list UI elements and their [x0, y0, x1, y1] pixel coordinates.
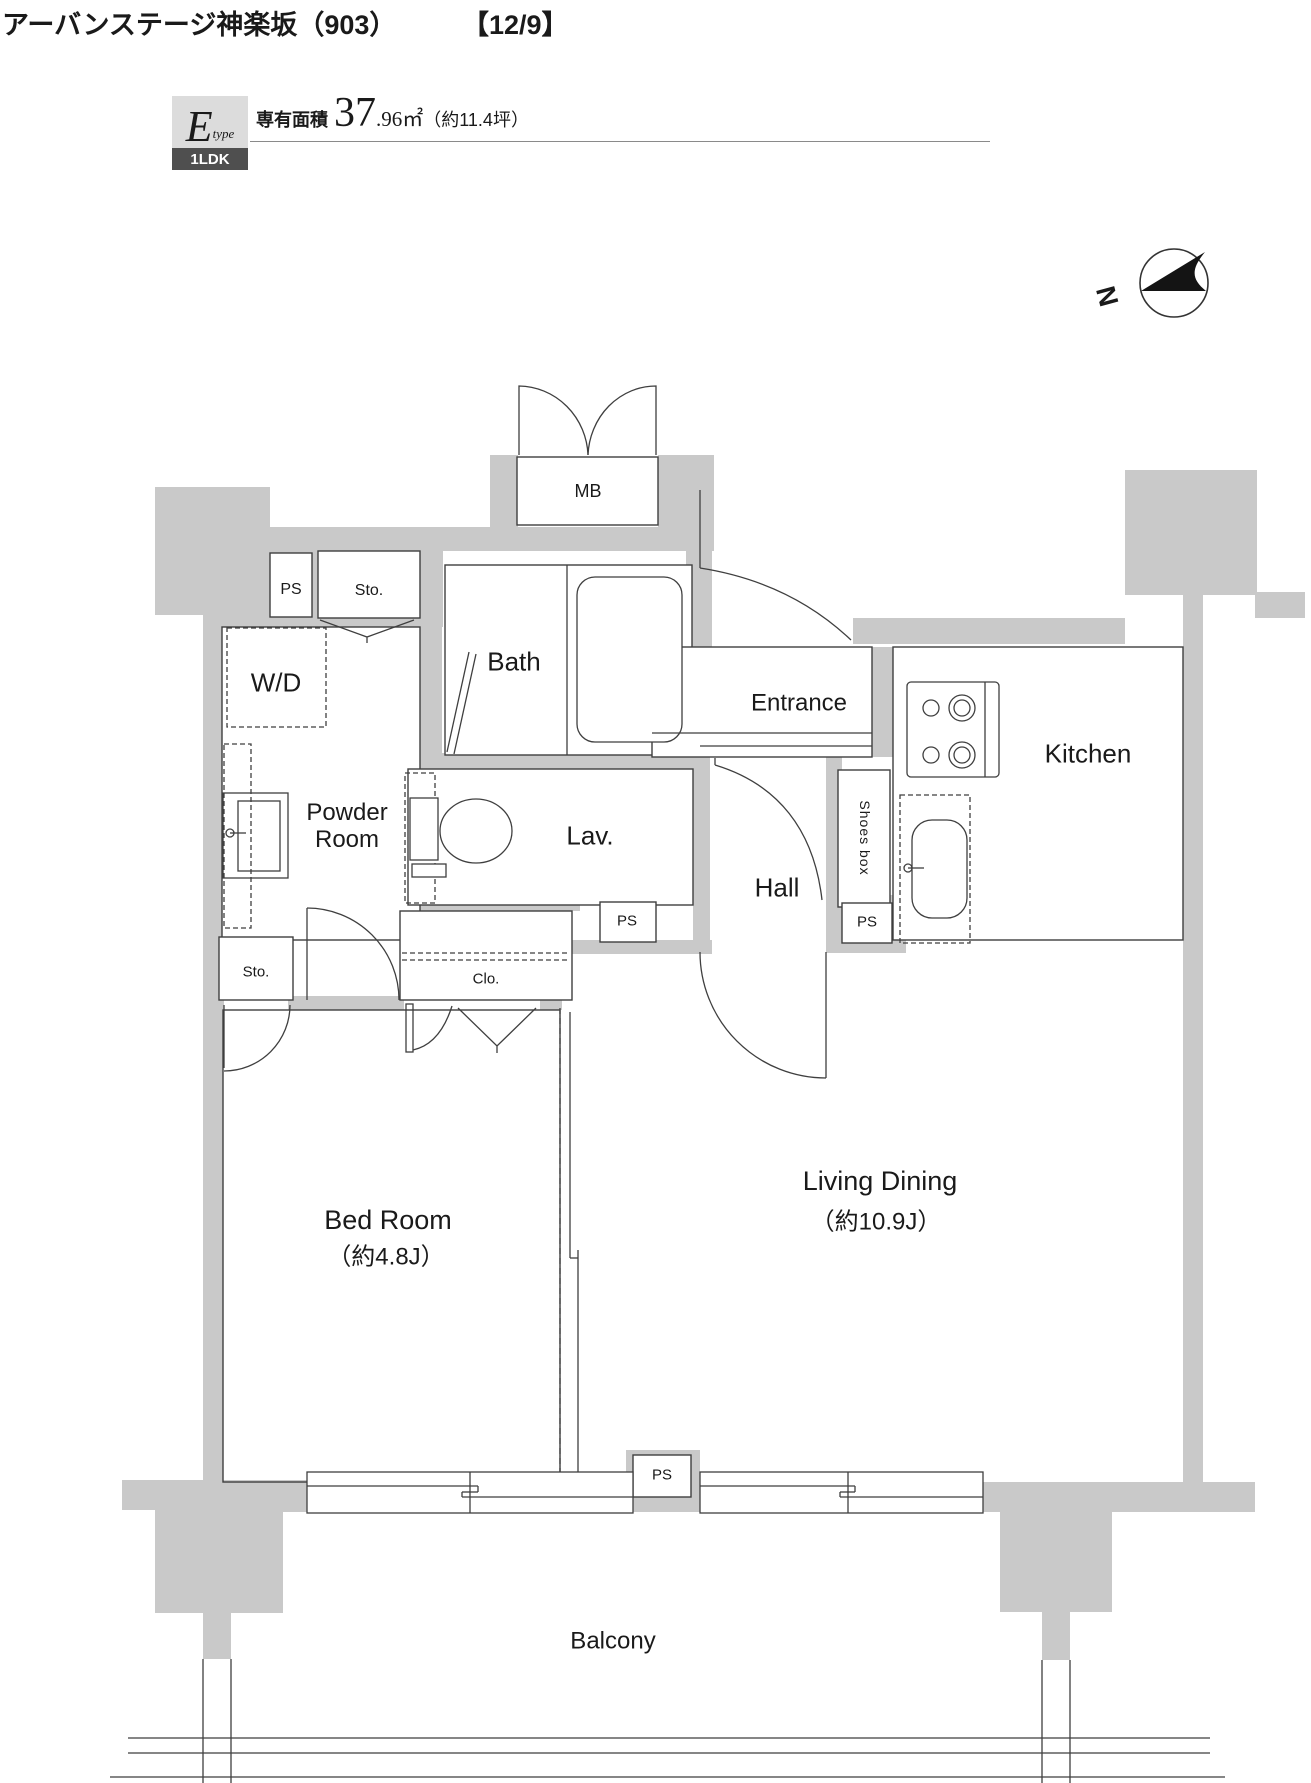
- closet-box: [399, 910, 573, 1001]
- ps-mid-box: [599, 901, 657, 943]
- room-label-shoes-box: Shoes box: [856, 800, 873, 876]
- room-label-balcony: Balcony: [570, 1627, 656, 1655]
- room-label-ps-top: PS: [280, 581, 302, 599]
- room-label-kitchen: Kitchen: [1044, 738, 1132, 769]
- area-info: 専有面積 37 .96㎡ （約11.4坪）: [256, 92, 529, 140]
- closet-bifold-door: [457, 1007, 537, 1053]
- room-label-ps-bottom: PS: [651, 1466, 673, 1484]
- stove: [906, 681, 1000, 778]
- closet-pole: [402, 952, 570, 961]
- washer-dryer: [226, 627, 327, 728]
- storage-top-box: [317, 550, 421, 619]
- layout-badge: 1LDK: [172, 148, 248, 170]
- toilet: [404, 772, 513, 904]
- hall-door: [714, 758, 823, 901]
- ps-top-box: [269, 552, 313, 618]
- pillar-bottom-right: [1000, 1512, 1112, 1612]
- living-window: [699, 1471, 984, 1514]
- room-label-ps-mid: PS: [616, 912, 638, 930]
- room-label-bedroom: Bed Room: [324, 1204, 452, 1235]
- area-decimal: .96㎡: [376, 107, 424, 131]
- room-label-living: Living Dining: [802, 1165, 958, 1196]
- compass: [1139, 248, 1209, 318]
- powder-room: [221, 626, 421, 941]
- storage-lower-box: [218, 936, 294, 1001]
- bedroom-door: [405, 1003, 453, 1053]
- area-value: 37: [334, 90, 376, 136]
- type-badge: E type: [172, 96, 248, 152]
- room-label-entrance: Entrance: [750, 689, 848, 717]
- room-label-lav: Lav.: [566, 820, 614, 851]
- room-label-clo: Clo.: [472, 970, 500, 988]
- area-tsubo: （約11.4坪）: [423, 110, 529, 130]
- room-label-wd: W/D: [250, 667, 302, 698]
- compass-arrow-icon: [1141, 252, 1206, 291]
- front-door: [699, 490, 852, 641]
- fixtures: [110, 385, 1225, 1783]
- header-rule: [250, 141, 990, 142]
- balcony-rails: [110, 1659, 1225, 1783]
- pillar-top-right: [1125, 470, 1257, 595]
- left-exterior-wall: [203, 613, 223, 1481]
- shoes-box: [837, 769, 891, 908]
- room-label-powder-room: Powder Room: [306, 799, 388, 853]
- storage-top-door: [319, 619, 415, 643]
- room-label-bath: Bath: [487, 646, 541, 677]
- bath-door: [446, 651, 470, 753]
- bedroom-window: [306, 1471, 634, 1514]
- ps-bottom-box: [632, 1454, 692, 1498]
- room-label-bedroom-size: （約4.8J）: [327, 1243, 445, 1271]
- area-label: 専有面積: [256, 110, 328, 130]
- type-suffix: type: [212, 126, 235, 141]
- kitchen-sink: [899, 794, 971, 944]
- ps-right-box: [841, 902, 893, 944]
- page-title: アーバンステージ神楽坂（903）: [2, 10, 397, 40]
- living-door: [699, 951, 827, 1079]
- powder-door: [306, 907, 400, 1001]
- room-label-living-size: （約10.9J）: [810, 1208, 942, 1236]
- date-tag: 【12/9】: [462, 10, 569, 40]
- room-label-sto-lower: Sto.: [242, 963, 270, 981]
- type-letter: E: [185, 102, 213, 152]
- room-label-hall: Hall: [754, 872, 800, 903]
- bathtub: [576, 576, 683, 743]
- room-label-mb: MB: [574, 480, 602, 501]
- room-label-sto-top: Sto.: [354, 582, 384, 600]
- room-label-ps-right: PS: [856, 913, 878, 931]
- right-exterior-wall: [1183, 595, 1203, 1495]
- sliding-partition: [559, 1008, 579, 1480]
- storage-lower-door: [223, 1004, 291, 1072]
- washbasin: [222, 792, 289, 879]
- mb-doors: [518, 385, 657, 456]
- meter-box: [516, 456, 659, 526]
- pillar-bottom-left: [155, 1510, 283, 1613]
